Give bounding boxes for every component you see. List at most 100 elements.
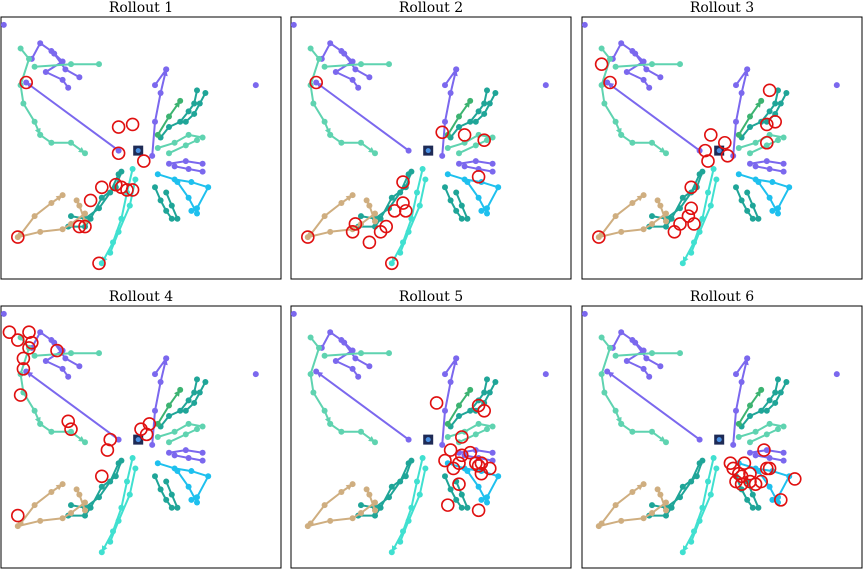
- isolated-point: [582, 310, 588, 317]
- trajectory-point: [705, 189, 711, 196]
- rollout-panel-2: Rollout 2: [290, 0, 572, 280]
- trajectory-point: [82, 210, 88, 217]
- trajectory-point: [629, 489, 636, 496]
- trajectory-point: [332, 358, 339, 365]
- trajectory-point: [358, 350, 364, 357]
- trajectory-point: [166, 160, 172, 167]
- center-marker-core: [135, 437, 141, 443]
- highlight-circle: [345, 225, 360, 239]
- trajectory-point: [657, 202, 664, 209]
- trajectory-point: [707, 491, 714, 498]
- trajectory-point: [82, 512, 88, 519]
- trajectory-point: [467, 407, 474, 414]
- trajectory-point: [772, 100, 779, 107]
- trajectory-point: [37, 40, 44, 47]
- trajectory-point: [730, 441, 737, 448]
- trajectory-point: [154, 460, 161, 467]
- trajectory-point: [310, 100, 317, 107]
- trajectory-point: [310, 389, 317, 396]
- trajectory-point: [649, 139, 655, 146]
- trajectory-line: [329, 134, 376, 155]
- trajectory-line: [154, 68, 168, 86]
- trajectory-point: [307, 371, 314, 378]
- trajectory-line: [360, 462, 410, 509]
- trajectory-point: [163, 189, 170, 196]
- plot-area: [582, 21, 840, 267]
- trajectory-point: [696, 228, 703, 235]
- trajectory-point: [65, 373, 72, 380]
- trajectory-point: [766, 483, 773, 490]
- trajectory-point: [31, 352, 38, 359]
- highlight-circle: [78, 219, 92, 234]
- trajectory-point: [194, 499, 200, 506]
- highlight-circle: [457, 128, 472, 142]
- trajectory-arrowhead: [174, 100, 181, 108]
- trajectory-point: [185, 108, 192, 115]
- trajectory-point: [643, 355, 650, 362]
- trajectory-point: [163, 207, 170, 214]
- trajectory-point: [59, 76, 66, 83]
- trajectory-point: [199, 168, 206, 175]
- trajectory-point: [442, 371, 448, 378]
- trajectory-arrowhead: [607, 82, 615, 89]
- trajectory-arrowhead: [55, 484, 63, 491]
- trajectory-point: [456, 124, 462, 131]
- trajectory-point: [472, 142, 479, 149]
- trajectory-point: [168, 491, 175, 498]
- highlight-circle: [440, 498, 455, 512]
- trajectory-arrowhead: [78, 436, 85, 443]
- highlight-circle: [396, 196, 410, 210]
- panel-frame: [0, 16, 282, 280]
- trajectory-point: [747, 439, 753, 446]
- trajectory-point: [447, 378, 454, 385]
- trajectory-point: [372, 210, 378, 217]
- trajectory-point: [62, 355, 69, 362]
- trajectory-point: [772, 389, 779, 396]
- trajectory-point: [744, 496, 751, 503]
- trajectory-arrowhead: [101, 545, 108, 553]
- trajectory-point: [37, 228, 44, 235]
- trajectory-point: [194, 376, 200, 383]
- trajectory-point: [598, 45, 605, 52]
- trajectory-point: [623, 358, 630, 365]
- trajectory-point: [194, 137, 200, 144]
- highlight-circle: [92, 256, 106, 271]
- trajectory-point: [744, 207, 751, 214]
- trajectory-point: [484, 376, 490, 383]
- trajectory-point: [461, 163, 468, 170]
- trajectory-point: [405, 460, 412, 467]
- trajectory-point: [31, 213, 38, 220]
- trajectory-point: [37, 517, 44, 524]
- trajectory-arrowhead: [368, 147, 375, 154]
- trajectory-point: [338, 489, 345, 496]
- trajectory-point: [372, 499, 378, 506]
- trajectory-point: [31, 63, 38, 70]
- trajectory-point: [475, 483, 482, 490]
- trajectory-point: [744, 66, 751, 73]
- trajectory-point: [338, 139, 345, 146]
- trajectory-point: [416, 491, 423, 498]
- trajectory-point: [168, 215, 175, 222]
- trajectory-line: [444, 186, 463, 220]
- trajectory-line: [738, 422, 784, 438]
- trajectory-point: [166, 124, 172, 131]
- trajectory-line: [399, 468, 427, 543]
- trajectory-point: [59, 515, 66, 522]
- trajectory-point: [763, 407, 770, 414]
- trajectory-line: [324, 63, 389, 68]
- trajectory-point: [780, 134, 787, 141]
- trajectory-point: [194, 426, 200, 433]
- trajectory-point: [442, 473, 448, 480]
- highlight-circle: [111, 120, 126, 134]
- trajectory-point: [132, 176, 139, 183]
- trajectory-point: [472, 118, 479, 125]
- trajectory-point: [749, 202, 756, 209]
- highlight-circle: [720, 149, 735, 163]
- highlight-circle: [387, 204, 402, 218]
- trajectory-arrowhead: [636, 484, 644, 491]
- highlight-circle: [10, 508, 25, 523]
- trajectory-point: [472, 431, 479, 438]
- highlight-circle: [703, 128, 718, 142]
- trajectory-point: [766, 397, 773, 404]
- trajectory-point: [68, 502, 74, 509]
